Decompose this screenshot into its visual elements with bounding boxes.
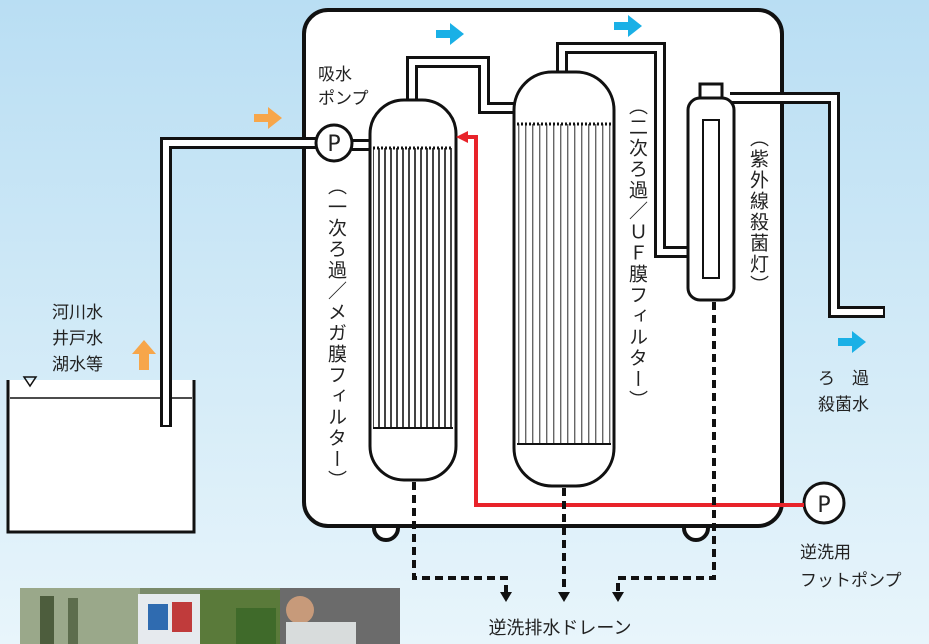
drain-lines (412, 302, 716, 592)
source-label-2: 井戸水 (52, 329, 103, 349)
backwash-arrow-head (456, 131, 468, 143)
intake-pipe-inner (163, 140, 318, 426)
secondary-filter-label: （二次ろ過／ＵＦ膜フィルター） (626, 96, 648, 411)
output-label-1: ろ 過 (818, 369, 869, 389)
drain-arrow-heads (500, 592, 624, 602)
source-up-arrow (132, 340, 156, 370)
intake-pump-letter: P (327, 132, 340, 157)
backwash-pump-label-1: 逆洗用 (800, 543, 851, 563)
source-label-1: 河川水 (52, 303, 103, 323)
inflow-arrow (254, 107, 282, 129)
backwash-pump-label-2: フットポンプ (800, 571, 902, 591)
output-label-2: 殺菌水 (818, 395, 869, 415)
source-tank (6, 380, 196, 534)
backwash-pump: P (802, 481, 846, 525)
pipe-secondary-to-uv-inner (559, 45, 690, 255)
flow-arrow-secondary (614, 15, 642, 37)
intake-pump: P (314, 123, 354, 163)
primary-filter (368, 98, 458, 482)
site-photo (20, 588, 400, 644)
secondary-filter (512, 70, 616, 488)
source-label-3: 湖水等 (52, 355, 103, 375)
pipe-primary-to-secondary-inner (409, 59, 516, 111)
flow-arrow-output (838, 331, 866, 353)
drain-label: 逆洗排水ドレーン (488, 618, 631, 639)
backwash-line (464, 135, 804, 507)
flow-arrow-primary (436, 23, 464, 45)
uv-lamp (686, 82, 736, 302)
output-pipe-inner (730, 95, 884, 315)
intake-pump-label-1: 吸水 (318, 65, 352, 85)
intake-pump-label-2: ポンプ (318, 89, 369, 109)
backwash-pump-letter: P (817, 493, 830, 518)
primary-filter-label: （一次ろ過／メガ膜フィルター） (325, 176, 347, 491)
water-level-marker (22, 376, 38, 388)
uv-lamp-label: （紫外線殺菌灯） (747, 128, 769, 296)
